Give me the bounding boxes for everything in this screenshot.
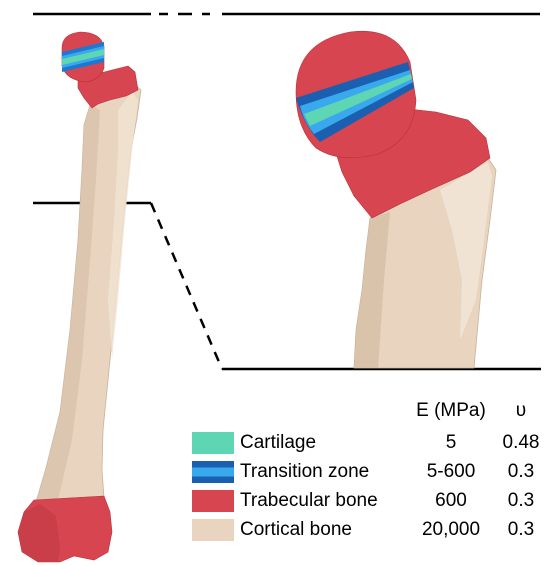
- full-femur: [18, 32, 141, 562]
- legend-modulus: 5-600: [398, 459, 504, 485]
- legend-row-cartilage: Cartilage 5 0.48: [192, 430, 548, 456]
- legend-poisson: 0.3: [494, 517, 548, 543]
- swatch-transition-zone: [192, 461, 234, 483]
- legend-poisson: 0.48: [494, 430, 548, 456]
- legend-poisson: 0.3: [494, 488, 548, 514]
- zoomed-femur-head: [296, 31, 496, 368]
- legend-modulus: 5: [398, 430, 504, 456]
- swatch-cartilage: [192, 432, 234, 454]
- legend-modulus: 600: [398, 488, 504, 514]
- swatch-cortical-bone: [192, 519, 234, 541]
- legend-row-transition-zone: Transition zone 5-600 0.3: [192, 459, 548, 485]
- legend-row-trabecular-bone: Trabecular bone 600 0.3: [192, 488, 548, 514]
- legend-label: Trabecular bone: [240, 488, 378, 514]
- legend-poisson: 0.3: [494, 459, 548, 485]
- legend-label: Cortical bone: [240, 517, 352, 543]
- swatch-trabecular-bone: [192, 490, 234, 512]
- header-poisson-ratio: υ: [494, 398, 548, 424]
- legend-row-cortical-bone: Cortical bone 20,000 0.3: [192, 517, 548, 543]
- legend-modulus: 20,000: [398, 517, 504, 543]
- header-elastic-modulus: E (MPa): [398, 398, 504, 424]
- legend-label: Transition zone: [240, 459, 369, 485]
- legend-label: Cartilage: [240, 430, 316, 456]
